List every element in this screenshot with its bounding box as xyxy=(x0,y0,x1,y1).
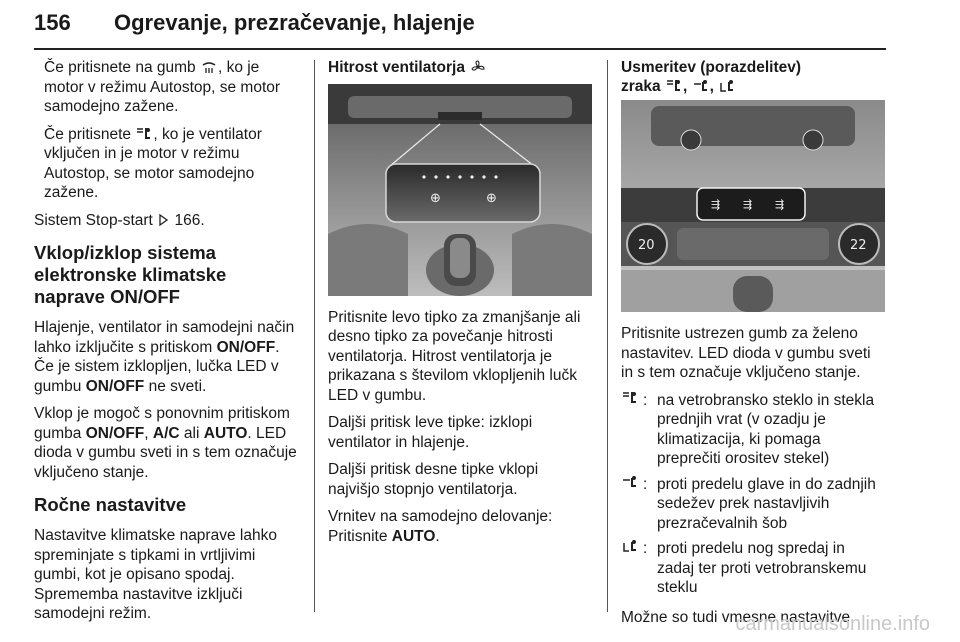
paragraph: Sistem Stop-start 166. xyxy=(34,211,205,229)
airflow-head-icon xyxy=(623,475,636,487)
paragraph: Daljši pritisk desne tipke vklopi najviš… xyxy=(328,461,539,498)
paragraph: Pritisnite levo tipko za zmanjšanje ali … xyxy=(328,308,581,404)
airflow-windscreen-icon xyxy=(666,80,680,91)
airflow-windscreen-icon xyxy=(137,127,151,139)
paragraph: Če pritisnete , ko je ventilator vključe… xyxy=(44,125,262,202)
column-divider xyxy=(607,60,608,612)
knob-left-label: 20 xyxy=(638,238,655,253)
airflow-head-icon xyxy=(693,80,707,91)
airflow-windscreen-icon xyxy=(623,391,636,403)
page-title: Ogrevanje, prezračevanje, hlajenje xyxy=(114,10,475,35)
section-heading: Ročne nastavitve xyxy=(34,494,187,515)
subsection-heading: Hitrost ventilatorja xyxy=(328,58,594,78)
airflow-feet-icon xyxy=(623,540,636,552)
subsection-heading: Usmeritev (porazdelitev) zraka , , xyxy=(621,59,802,95)
paragraph: Daljši pritisk leve tipke: izklopi venti… xyxy=(328,414,533,451)
arrow-ref-icon xyxy=(159,213,169,226)
column-right: Usmeritev (porazdelitev) zraka , , ⇶ ⇶ ⇶ 2… xyxy=(621,58,885,635)
fan-speed-figure: ⊕ ⊕ xyxy=(328,83,592,296)
section-heading: Vklop/izklop sistema elektronske klimats… xyxy=(34,242,227,307)
air-distribution-figure: ⇶ ⇶ ⇶ 20 22 xyxy=(621,100,885,312)
svg-text:⊕: ⊕ xyxy=(430,191,441,206)
page-header: 156 Ogrevanje, prezračevanje, hlajenje xyxy=(34,8,886,50)
paragraph: Pritisnite ustrezen gumb za želeno nasta… xyxy=(621,325,871,381)
paragraph: Možne so tudi vmesne nastavitve. xyxy=(621,608,855,626)
paragraph: Nastavitve klimatske naprave lahko sprem… xyxy=(34,527,277,622)
climate-panel-illustration: ⇶ ⇶ ⇶ 20 22 xyxy=(621,100,885,312)
list-item: : na vetrobransko steklo in stekla predn… xyxy=(621,391,885,469)
svg-text:⇶: ⇶ xyxy=(711,198,720,211)
watermark: carmanualsonline.info xyxy=(735,613,930,635)
column-left: Če pritisnete na gumb , ko je motor v re… xyxy=(34,58,302,632)
climate-panel-illustration: ⊕ ⊕ xyxy=(328,83,592,296)
list-item: : proti predelu glave in do zadnjih sede… xyxy=(621,475,885,534)
svg-text:⊕: ⊕ xyxy=(486,191,497,206)
svg-text:⇶: ⇶ xyxy=(775,198,784,211)
svg-text:⇶: ⇶ xyxy=(743,198,752,211)
knob-right-label: 22 xyxy=(850,238,867,253)
paragraph: Če pritisnete na gumb , ko je motor v re… xyxy=(44,59,281,115)
defrost-icon xyxy=(202,62,216,73)
column-middle: Hitrost ventilatorja ⊕ ⊕ xyxy=(328,58,594,554)
paragraph: Hlajenje, ventilator in samodejni način … xyxy=(34,319,295,395)
column-divider xyxy=(314,60,315,612)
list-item: : proti predelu nog spredaj in zadaj ter… xyxy=(621,539,885,598)
fan-icon xyxy=(471,60,485,71)
airflow-feet-icon xyxy=(720,80,734,92)
paragraph: Vrnitev na samodejno delovanje: Pritisni… xyxy=(328,508,553,545)
page-number: 156 xyxy=(34,10,71,35)
paragraph: Vklop je mogoč s ponovnim pritiskom gumb… xyxy=(34,405,297,481)
